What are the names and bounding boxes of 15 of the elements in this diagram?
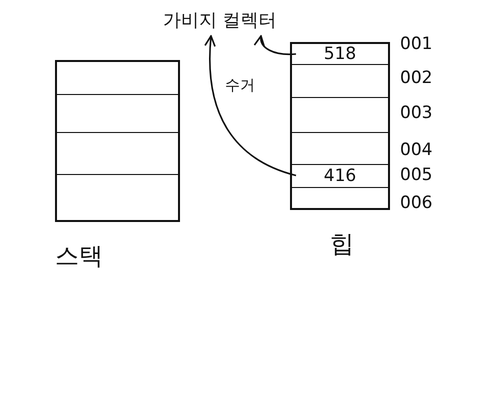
address-label: 003 (400, 103, 432, 123)
section-label: 스택 (55, 241, 103, 272)
address-label: 004 (400, 140, 432, 160)
heap-box (290, 42, 390, 210)
address-label: 002 (400, 68, 432, 88)
arrow (204, 35, 296, 176)
address-label: 005 (400, 165, 432, 185)
section-label: 힙 (330, 229, 354, 260)
arrow (254, 35, 296, 56)
address-label: 006 (400, 193, 432, 213)
value-text: 416 (292, 164, 388, 187)
value-text: 518 (292, 44, 388, 64)
collector-label: 가비지 컬렉터 (163, 8, 293, 36)
stack-box (55, 60, 180, 222)
address-label: 001 (400, 34, 432, 54)
